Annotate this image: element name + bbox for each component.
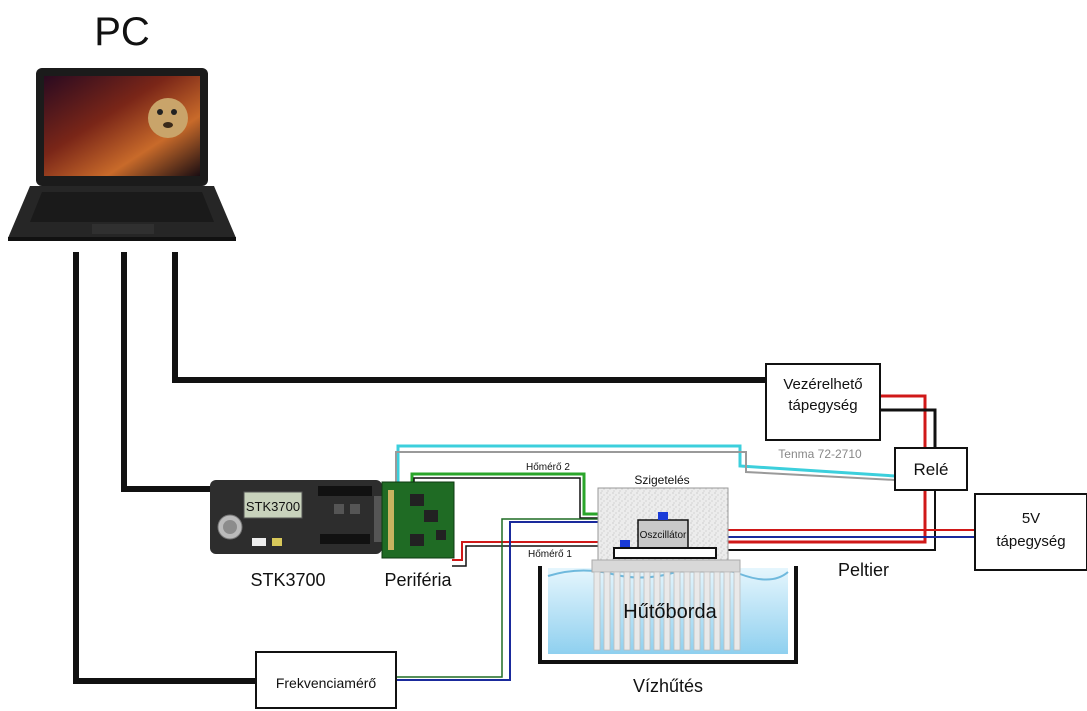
tenma-label: Tenma 72-2710	[778, 447, 862, 461]
peltier-label: Peltier	[838, 560, 889, 580]
oszcillator-label: Oszcillátor	[640, 530, 687, 541]
thermo2-sensor	[658, 512, 668, 520]
stk-lcd-text: STK3700	[246, 499, 300, 514]
vizhutes-label: Vízhűtés	[633, 676, 703, 696]
periferia-board	[382, 482, 454, 558]
homero2-label: Hőmérő 2	[526, 462, 570, 473]
vezerelheto-label-line2: tápegység	[788, 397, 857, 414]
laptop-icon	[8, 68, 236, 241]
frekvenciamero-label: Frekvenciamérő	[276, 675, 377, 691]
periferia-label: Periféria	[384, 570, 452, 590]
szigeteles-label: Szigetelés	[634, 473, 689, 487]
peltier-plate	[614, 548, 716, 558]
tap5v-label-line1: 5V	[1022, 510, 1040, 527]
rele-label: Relé	[914, 460, 949, 479]
pc-title: PC	[94, 10, 150, 54]
thermo1-sensor	[620, 540, 630, 548]
hutoborda-label: Hűtőborda	[623, 601, 717, 623]
stk3700-board: STK3700	[210, 480, 382, 554]
vezerelheto-label-line1: Vezérelhető	[783, 376, 862, 393]
homero1-label: Hőmérő 1	[528, 549, 572, 560]
tap5v-label-line2: tápegység	[996, 533, 1065, 550]
stk3700-label: STK3700	[250, 570, 325, 590]
tap5v-box	[975, 494, 1087, 570]
